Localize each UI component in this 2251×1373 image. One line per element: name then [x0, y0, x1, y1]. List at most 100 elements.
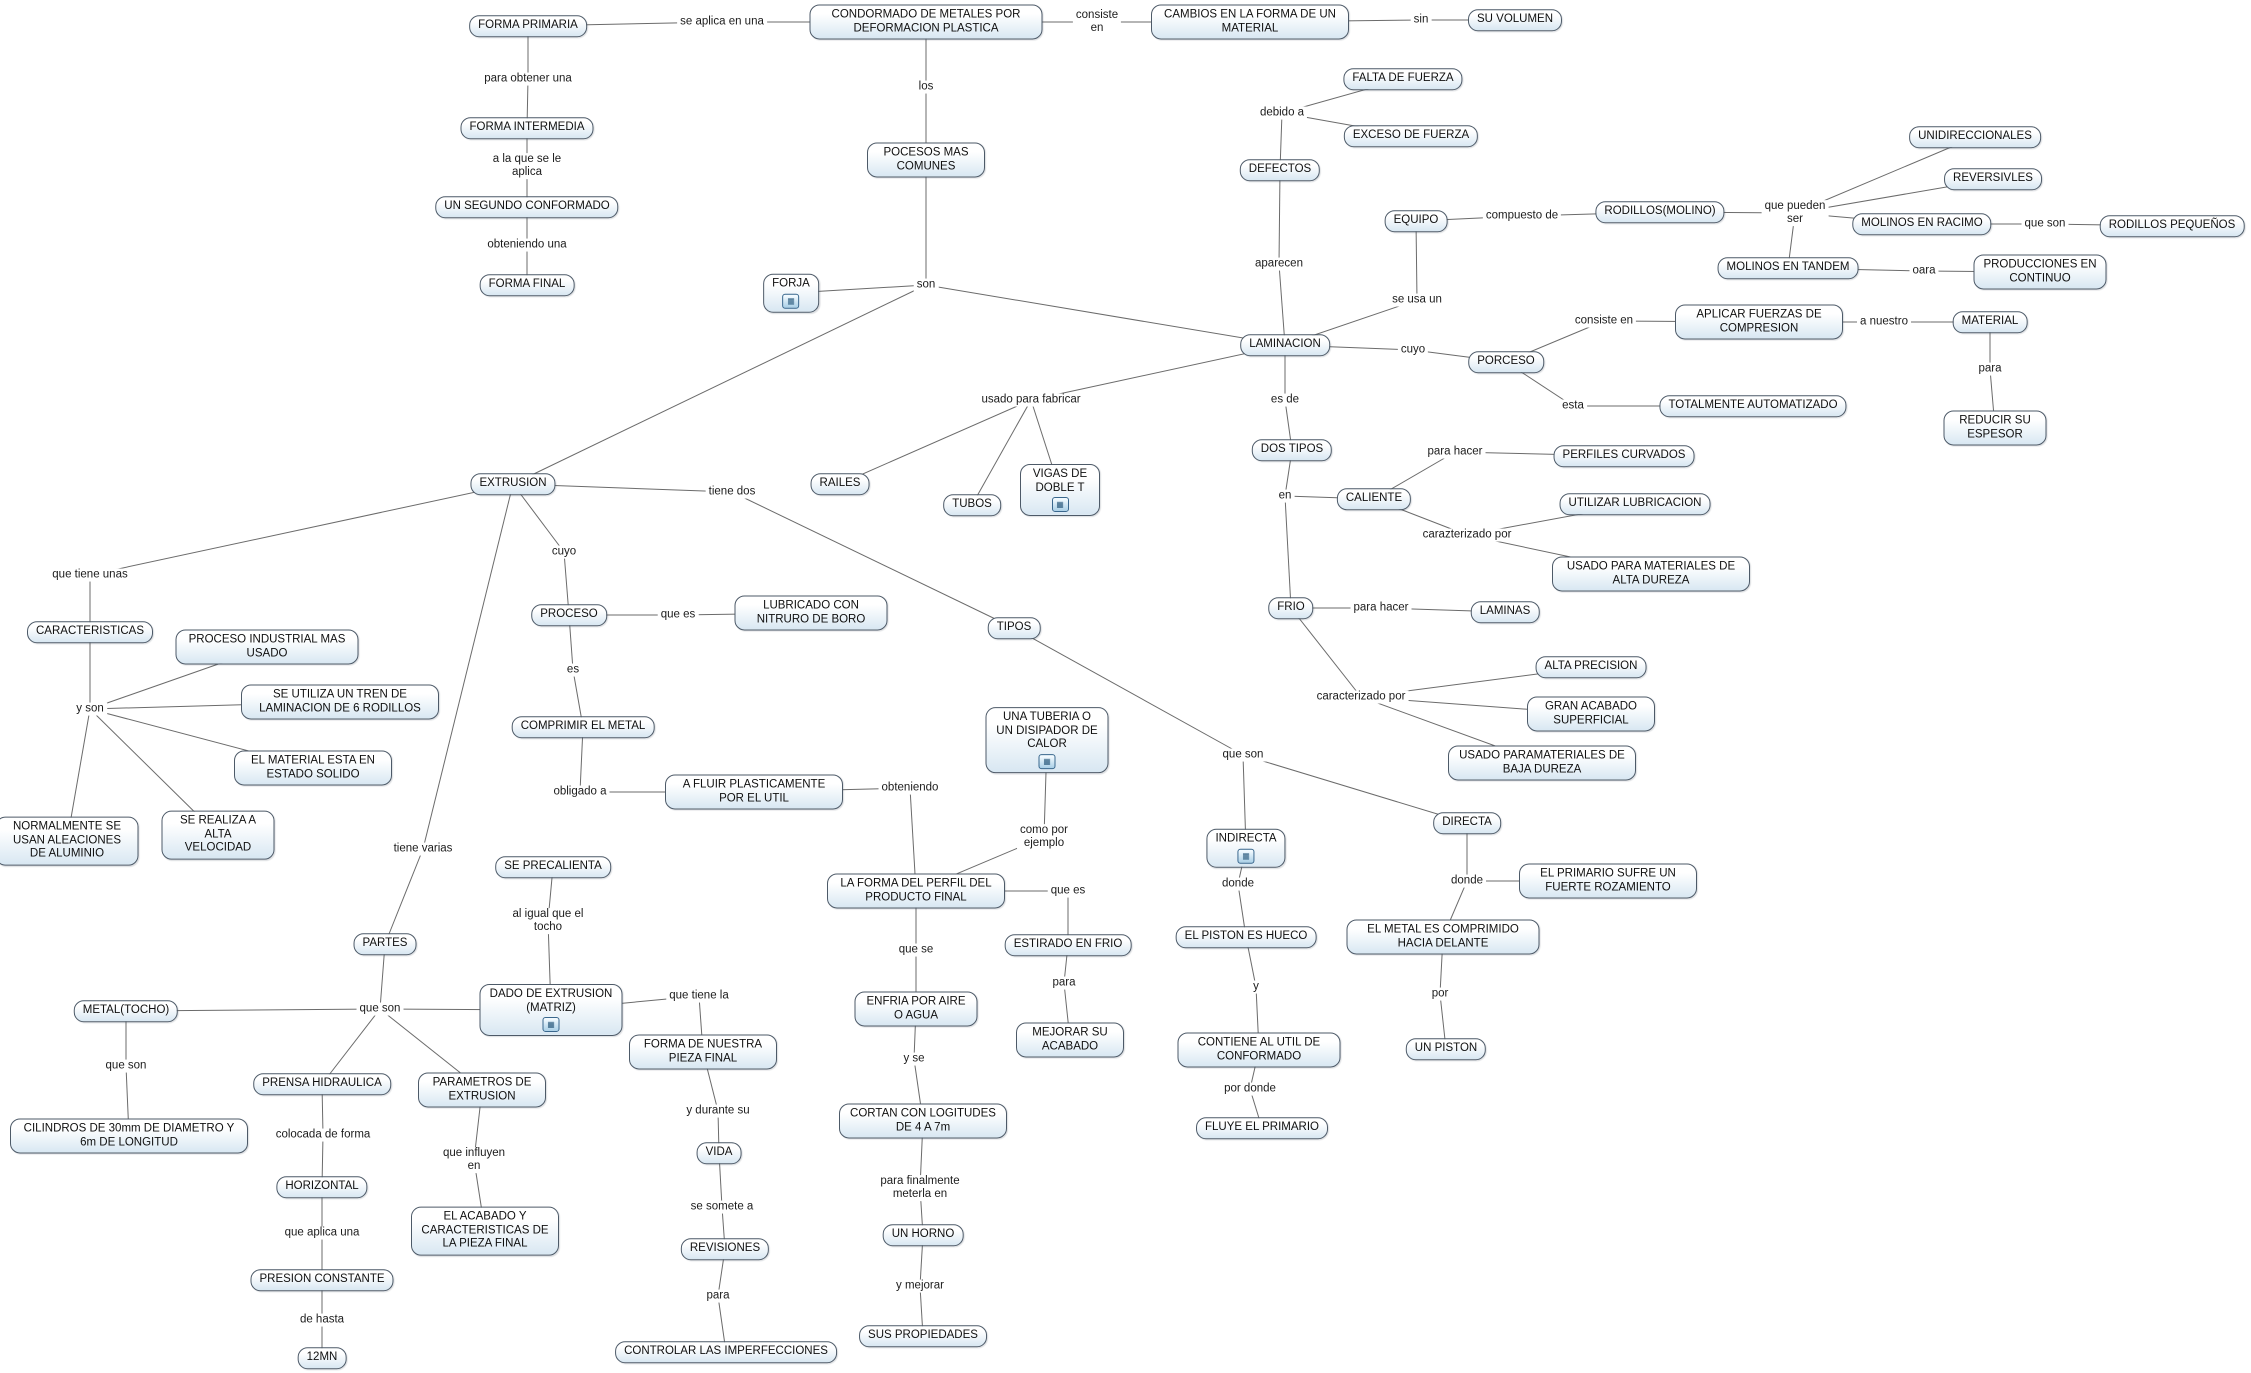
link-phrase-l-por-donde[interactable]: por donde [1221, 1082, 1279, 1096]
link-phrase-l-oara[interactable]: oara [1909, 264, 1939, 278]
link-phrase-l-de-hasta[interactable]: de hasta [296, 1313, 348, 1327]
concept-rodillos-molino[interactable]: RODILLOS(MOLINO) [1595, 201, 1725, 223]
concept-contiene-util[interactable]: CONTIENE AL UTIL DE CONFORMADO [1177, 1032, 1341, 1068]
concept-vigas[interactable]: VIGAS DE DOBLE T▦ [1020, 463, 1100, 517]
concept-forma-final[interactable]: FORMA FINAL [479, 274, 575, 296]
concept-aplicar-fuerzas[interactable]: APLICAR FUERZAS DE COMPRESION [1675, 304, 1843, 340]
link-phrase-l-consiste-en-1[interactable]: consiste en [1072, 9, 1122, 35]
link-phrase-l-que-es-lubricado[interactable]: que es [657, 608, 699, 622]
link-phrase-l-obteniendo[interactable]: obteniendo [878, 781, 942, 795]
concept-tuberia[interactable]: UNA TUBERIA O UN DISIPADOR DE CALOR▦ [985, 707, 1109, 773]
concept-perfiles-curvados[interactable]: PERFILES CURVADOS [1553, 445, 1695, 467]
concept-fluye[interactable]: FLUYE EL PRIMARIO [1196, 1117, 1328, 1139]
resource-link-icon[interactable]: ▦ [542, 1017, 560, 1033]
concept-usado-baja-dureza[interactable]: USADO PARAMATERIALES DE BAJA DUREZA [1448, 745, 1636, 781]
concept-rodillos-pequenos[interactable]: RODILLOS PEQUEÑOS [2099, 215, 2245, 237]
concept-producciones[interactable]: PRODUCCIONES EN CONTINUO [1973, 254, 2107, 290]
concept-revisiones[interactable]: REVISIONES [680, 1238, 770, 1260]
concept-tubos[interactable]: TUBOS [943, 494, 1001, 516]
concept-dado[interactable]: DADO DE EXTRUSION (MATRIZ)▦ [479, 983, 623, 1037]
concept-forja[interactable]: FORJA▦ [763, 273, 819, 313]
link-phrase-l-a-la-que[interactable]: a la que se le aplica [489, 153, 565, 179]
concept-forma-perfil[interactable]: LA FORMA DEL PERFIL DEL PRODUCTO FINAL [827, 873, 1005, 909]
link-phrase-l-es[interactable]: es [563, 663, 583, 677]
concept-defectos[interactable]: DEFECTOS [1239, 159, 1321, 181]
concept-reversivles[interactable]: REVERSIVLES [1944, 168, 2042, 190]
link-phrase-l-que-aplica-una[interactable]: que aplica una [281, 1226, 363, 1240]
concept-alta-precision[interactable]: ALTA PRECISION [1535, 656, 1647, 678]
concept-automatizado[interactable]: TOTALMENTE AUTOMATIZADO [1659, 395, 1847, 417]
link-phrase-l-carazterizado[interactable]: carazterizado por [1419, 528, 1515, 542]
link-phrase-l-donde-directa[interactable]: donde [1448, 874, 1486, 888]
concept-caracteristicas[interactable]: CARACTERISTICAS [27, 621, 153, 643]
concept-falta-fuerza[interactable]: FALTA DE FUERZA [1343, 68, 1463, 90]
link-phrase-l-es-de[interactable]: es de [1267, 393, 1303, 407]
concept-utilizar-lubricacion[interactable]: UTILIZAR LUBRICACION [1559, 493, 1711, 515]
concept-acabado-pieza[interactable]: EL ACABADO Y CARACTERISTICAS DE LA PIEZA… [411, 1206, 559, 1256]
concept-lubricado[interactable]: LUBRICADO CON NITRURO DE BORO [734, 595, 888, 631]
link-phrase-l-compuesto-de[interactable]: compuesto de [1482, 209, 1562, 223]
concept-railes[interactable]: RAILES [810, 473, 870, 495]
concept-estirado-frio[interactable]: ESTIRADO EN FRIO [1004, 934, 1132, 956]
resource-link-icon[interactable]: ▦ [1038, 753, 1056, 769]
concept-su-volumen[interactable]: SU VOLUMEN [1467, 9, 1563, 31]
concept-propiedades[interactable]: SUS PROPIEDADES [859, 1325, 987, 1347]
concept-reducir-espesor[interactable]: REDUCIR SU ESPESOR [1943, 410, 2047, 446]
concept-procesos[interactable]: POCESOS MAS COMUNES [867, 142, 985, 178]
concept-extrusion[interactable]: EXTRUSION [470, 473, 556, 495]
link-phrase-l-son[interactable]: son [913, 278, 939, 292]
concept-primario-rozamiento[interactable]: EL PRIMARIO SUFRE UN FUERTE ROZAMIENTO [1519, 863, 1697, 899]
link-phrase-l-colocada[interactable]: colocada de forma [272, 1128, 374, 1142]
concept-directa[interactable]: DIRECTA [1433, 812, 1501, 834]
link-phrase-l-tiene-dos[interactable]: tiene dos [705, 485, 759, 499]
concept-caliente[interactable]: CALIENTE [1336, 488, 1412, 510]
concept-laminacion[interactable]: LAMINACION [1240, 334, 1330, 356]
link-phrase-l-que-son-partes[interactable]: que son [356, 1002, 404, 1016]
link-phrase-l-finalmente[interactable]: para finalmente meterla en [877, 1175, 963, 1201]
concept-fluir[interactable]: A FLUIR PLASTICAMENTE POR EL UTIL [665, 774, 843, 810]
link-phrase-l-para-mejorar[interactable]: para [1049, 976, 1079, 990]
concept-controlar[interactable]: CONTROLAR LAS IMPERFECCIONES [615, 1341, 837, 1363]
link-phrase-l-y-mejorar[interactable]: y mejorar [893, 1279, 947, 1293]
link-phrase-l-se-somete-a[interactable]: se somete a [687, 1200, 757, 1214]
link-phrase-l-que-son-tipos[interactable]: que son [1219, 748, 1267, 762]
link-phrase-l-debido-a[interactable]: debido a [1256, 106, 1308, 120]
link-phrase-l-para-hacer-frio[interactable]: para hacer [1350, 601, 1412, 615]
link-phrase-l-sin[interactable]: sin [1410, 13, 1432, 27]
link-phrase-l-caracterizado[interactable]: caracterizado por [1313, 690, 1409, 704]
resource-link-icon[interactable]: ▦ [782, 293, 800, 309]
concept-piston-hueco[interactable]: EL PISTON ES HUECO [1175, 926, 1317, 948]
link-phrase-l-que-son-racimo[interactable]: que son [2021, 217, 2069, 231]
link-phrase-l-en[interactable]: en [1275, 489, 1295, 503]
link-phrase-l-consiste-en-2[interactable]: consiste en [1571, 314, 1637, 328]
link-phrase-l-cuyo-laminacion[interactable]: cuyo [1397, 343, 1429, 357]
link-phrase-l-que-pueden-ser[interactable]: que pueden ser [1761, 200, 1829, 226]
link-phrase-l-a-nuestro[interactable]: a nuestro [1857, 315, 1911, 329]
concept-gran-acabado[interactable]: GRAN ACABADO SUPERFICIAL [1527, 696, 1655, 732]
link-phrase-l-para-hacer-caliente[interactable]: para hacer [1424, 445, 1486, 459]
link-phrase-l-y[interactable]: y [1250, 980, 1262, 994]
concept-tipos[interactable]: TIPOS [987, 617, 1041, 639]
concept-metal-tocho[interactable]: METAL(TOCHO) [73, 1000, 179, 1022]
concept-dos-tipos[interactable]: DOS TIPOS [1251, 439, 1333, 461]
concept-precalienta[interactable]: SE PRECALIENTA [495, 856, 611, 878]
concept-molinos-racimo[interactable]: MOLINOS EN RACIMO [1852, 213, 1992, 235]
concept-porceso[interactable]: PORCESO [1468, 351, 1544, 373]
link-phrase-l-como-por-ejemplo[interactable]: como por ejemplo [1017, 824, 1071, 850]
link-phrase-l-tiene-varias[interactable]: tiene varias [390, 842, 456, 856]
concept-partes[interactable]: PARTES [353, 933, 417, 955]
concept-cilindros[interactable]: CILINDROS DE 30mm DE DIAMETRO Y 6m DE LO… [10, 1118, 248, 1154]
concept-usado-alta-dureza[interactable]: USADO PARA MATERIALES DE ALTA DUREZA [1552, 556, 1750, 592]
concept-indirecta[interactable]: INDIRECTA▦ [1206, 828, 1286, 868]
concept-forma-primaria[interactable]: FORMA PRIMARIA [469, 15, 587, 37]
link-phrase-l-que-se[interactable]: que se [895, 943, 937, 957]
link-phrase-l-y-son[interactable]: y son [73, 702, 107, 716]
link-phrase-l-obteniendo-una[interactable]: obteniendo una [484, 238, 570, 252]
concept-material-solido[interactable]: EL MATERIAL ESTA EN ESTADO SOLIDO [234, 750, 392, 786]
concept-cortan[interactable]: CORTAN CON LOGITUDES DE 4 A 7m [839, 1103, 1007, 1139]
link-phrase-l-se-aplica[interactable]: se aplica en una [677, 15, 767, 29]
link-phrase-l-se-usa-un[interactable]: se usa un [1389, 293, 1445, 307]
link-phrase-l-que-es-estirado[interactable]: que es [1047, 884, 1089, 898]
concept-alta-velocidad[interactable]: SE REALIZA A ALTA VELOCIDAD [161, 810, 275, 860]
link-phrase-l-los[interactable]: los [915, 80, 937, 94]
